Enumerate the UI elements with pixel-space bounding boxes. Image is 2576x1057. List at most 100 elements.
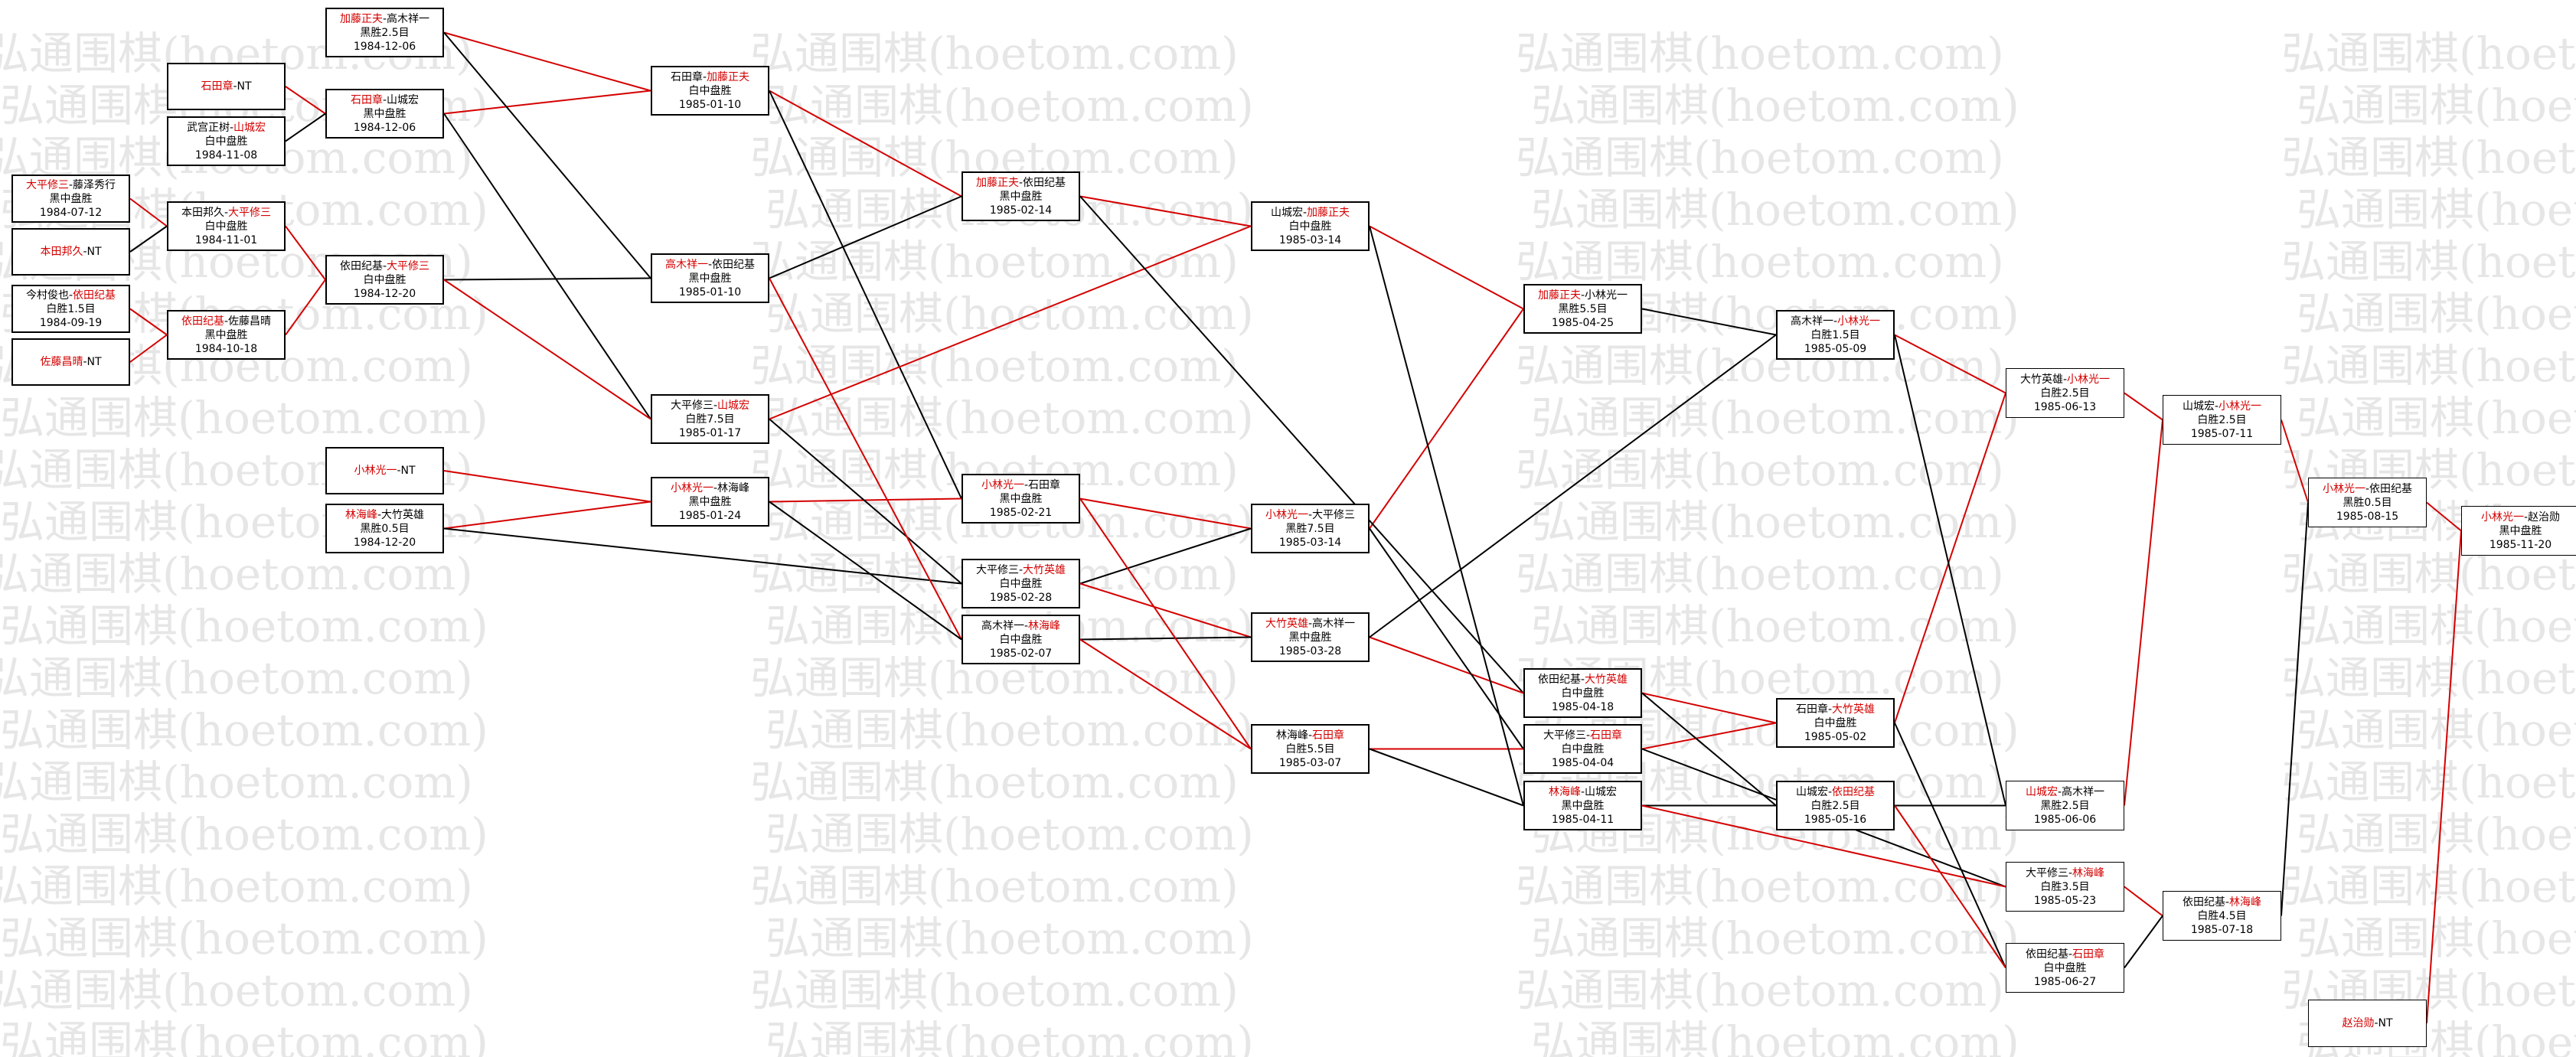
vs-separator: -	[397, 465, 401, 477]
game-date: 1985-06-27	[2033, 975, 2097, 988]
player-white: 依田纪基	[2369, 482, 2413, 495]
player-white: 依田纪基	[73, 289, 116, 302]
game-players: 石田章-加藤正夫	[671, 70, 749, 84]
player-white: NT	[87, 356, 102, 368]
vs-separator: -	[702, 70, 707, 83]
vs-separator: -	[707, 258, 713, 271]
player-black: 本田邦久	[181, 206, 224, 219]
bracket-link	[1369, 748, 1524, 807]
game-players: 大平修三-林海峰	[2026, 866, 2104, 880]
watermark-text: 弘通围棋(hoetom.com)	[750, 756, 1239, 808]
watermark-text: 弘通围棋(hoetom.com)	[1516, 964, 2004, 1016]
watermark-text: 弘通围棋(hoetom.com)	[766, 912, 1254, 964]
vs-separator: -	[2062, 373, 2068, 386]
player-black: 加藤正夫	[975, 176, 1019, 189]
game-players: 佐藤昌晴-NT	[40, 355, 101, 369]
bracket-link	[1079, 636, 1252, 641]
player-black: 高木祥一	[981, 619, 1024, 632]
watermark-text: 弘通围棋(hoetom.com)	[1531, 1016, 2019, 1057]
player-black: 小林光一	[2480, 511, 2524, 524]
game-players: 林海峰-大竹英雄	[345, 508, 424, 522]
game-date: 1985-01-24	[678, 509, 742, 522]
player-white: 山城宏	[1585, 785, 1618, 798]
player-white: 高木祥一	[387, 12, 430, 25]
vs-separator: -	[382, 12, 387, 25]
game-date: 1985-02-07	[989, 647, 1053, 660]
game-players: 小林光一-NT	[354, 464, 415, 478]
vs-separator: -	[377, 508, 382, 521]
bracket-link	[129, 308, 168, 336]
game-date: 1984-09-19	[39, 316, 103, 329]
watermark-text: 弘通围棋(hoetom.com)	[0, 392, 488, 444]
player-black: 依田纪基	[2182, 896, 2225, 909]
watermark-text: 弘通围棋(hoetom.com)	[0, 600, 488, 652]
bracket-link	[443, 501, 651, 530]
player-black: 依田纪基	[1537, 673, 1581, 686]
vs-separator: -	[1018, 176, 1024, 189]
vs-separator: -	[68, 289, 73, 302]
bracket-link	[2426, 501, 2462, 532]
player-white: 大竹英雄	[1832, 703, 1876, 716]
game-result: 白胜1.5目	[1810, 328, 1860, 341]
player-black: 本田邦久	[40, 246, 83, 258]
player-black: 林海峰	[344, 508, 377, 521]
game-result: 白胜2.5目	[2040, 387, 2090, 400]
game-result: 白胜4.5目	[2197, 909, 2247, 922]
game-date: 1985-02-14	[989, 204, 1053, 217]
game-players: 山城宏-依田纪基	[1796, 785, 1875, 799]
game-date: 1984-12-20	[353, 287, 416, 300]
game-result: 白中盘胜	[204, 135, 248, 148]
player-white: 高木祥一	[2062, 785, 2105, 798]
player-black: 山城宏	[2182, 400, 2215, 413]
game-result: 黑中盘胜	[999, 190, 1043, 203]
player-black: 大竹英雄	[1265, 617, 1308, 630]
watermark-text: 弘通围棋(hoetom.com)	[0, 964, 473, 1016]
bracket-link	[769, 195, 962, 279]
watermark-text: 弘通围棋(hoetom.com)	[1531, 392, 2019, 444]
bracket-link	[285, 113, 326, 142]
bracket-link	[1894, 334, 2006, 394]
player-black: 小林光一	[981, 478, 1024, 491]
player-black: 大平修三	[670, 399, 713, 412]
vs-separator: -	[83, 246, 87, 258]
watermark-text: 弘通围棋(hoetom.com)	[0, 704, 488, 756]
player-white: NT	[2378, 1017, 2393, 1029]
player-black: 山城宏	[1270, 206, 1303, 219]
vs-separator: -	[83, 356, 87, 368]
player-black: 山城宏	[1795, 785, 1828, 798]
bracket-link	[2281, 419, 2309, 503]
watermark-text: 弘通围棋(hoetom.com)	[1531, 600, 2019, 652]
watermark-text: 弘通围棋(hoetom.com)	[1531, 912, 2019, 964]
player-white: 依田纪基	[1832, 785, 1876, 798]
bracket-link	[2281, 502, 2309, 916]
watermark-text: 弘通围棋(hoetom.com)	[750, 340, 1239, 392]
watermark-text: 弘通围棋(hoetom.com)	[2281, 132, 2576, 184]
watermark-text: 弘通围棋(hoetom.com)	[0, 548, 473, 600]
player-white: NT	[237, 80, 252, 93]
bracket-link	[285, 86, 326, 115]
watermark-text: 弘通围棋(hoetom.com)	[1531, 184, 2019, 236]
player-white: 小林光一	[1837, 315, 1881, 328]
player-white: 加藤正夫	[707, 70, 750, 83]
watermark-text: 弘通围棋(hoetom.com)	[2281, 236, 2576, 288]
game-result: 黑中盘胜	[1561, 799, 1605, 812]
player-black: 大竹英雄	[2019, 373, 2063, 386]
bracket-link	[1369, 308, 1524, 530]
vs-separator: -	[224, 315, 229, 328]
vs-separator: -	[1580, 289, 1585, 302]
game-result: 黑中盘胜	[999, 492, 1043, 505]
watermark-text: 弘通围棋(hoetom.com)	[750, 236, 1239, 288]
